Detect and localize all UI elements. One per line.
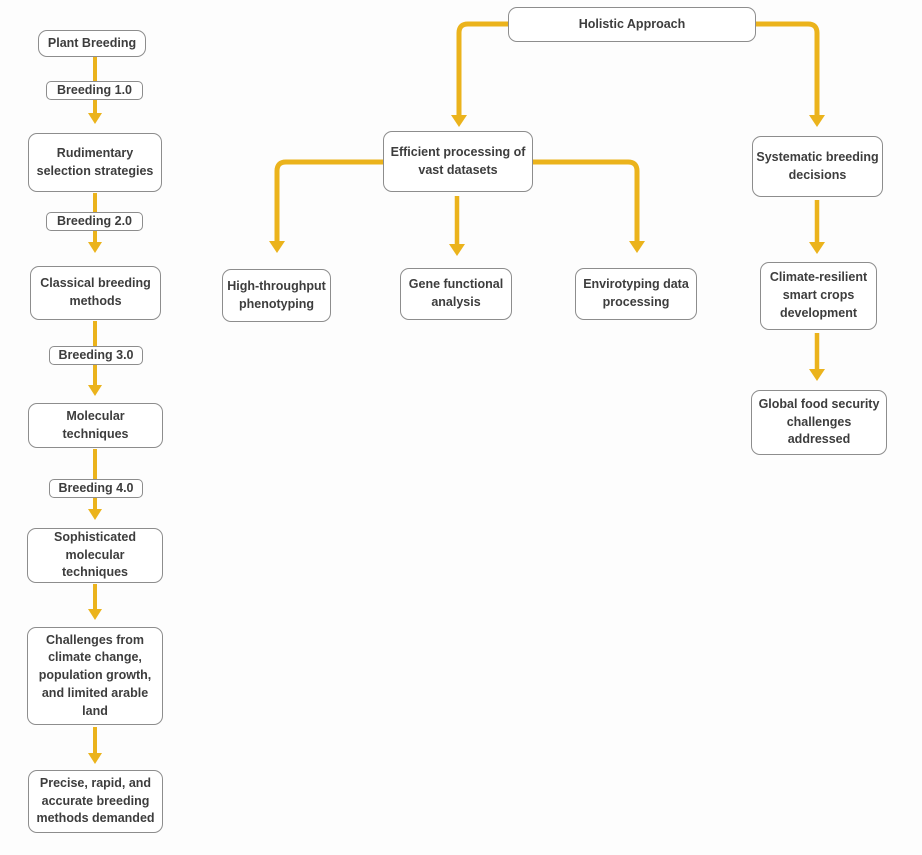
node-high-throughput: High-throughput phenotyping xyxy=(222,269,331,322)
node-challenges: Challenges from climate change, populati… xyxy=(27,627,163,725)
arrow-sophisticated-to-challenges xyxy=(88,584,102,620)
arrow-challenges-to-precise xyxy=(88,727,102,764)
node-envirotyping: Envirotyping data processing xyxy=(575,268,697,320)
arrow-climate-to-global xyxy=(809,333,825,381)
arrow-holistic-to-efficient xyxy=(451,21,508,127)
arrow-efficient-to-high-throughput xyxy=(269,159,383,253)
node-classical-breeding: Classical breeding methods xyxy=(30,266,161,320)
node-sophisticated-molecular: Sophisticated molecular techniques xyxy=(27,528,163,583)
node-efficient-processing: Efficient processing of vast datasets xyxy=(383,131,533,192)
edge-label-breeding-3-0: Breeding 3.0 xyxy=(49,346,143,365)
arrow-holistic-to-systematic xyxy=(755,21,825,127)
node-plant-breeding: Plant Breeding xyxy=(38,30,146,57)
edge-label-breeding-1-0: Breeding 1.0 xyxy=(46,81,143,100)
node-holistic-approach: Holistic Approach xyxy=(508,7,756,42)
arrow-efficient-to-envirotyping xyxy=(533,159,645,253)
edge-label-breeding-2-0: Breeding 2.0 xyxy=(46,212,143,231)
node-gene-functional: Gene functional analysis xyxy=(400,268,512,320)
node-systematic-decisions: Systematic breeding decisions xyxy=(752,136,883,197)
node-climate-resilient: Climate-resilient smart crops developmen… xyxy=(760,262,877,330)
arrow-efficient-to-gene-functional xyxy=(449,196,465,256)
node-rudimentary-selection: Rudimentary selection strategies xyxy=(28,133,162,192)
arrow-systematic-to-climate xyxy=(809,200,825,254)
edge-label-breeding-4-0: Breeding 4.0 xyxy=(49,479,143,498)
node-molecular-techniques: Molecular techniques xyxy=(28,403,163,448)
node-precise-methods: Precise, rapid, and accurate breeding me… xyxy=(28,770,163,833)
node-global-food-security: Global food security challenges addresse… xyxy=(751,390,887,455)
